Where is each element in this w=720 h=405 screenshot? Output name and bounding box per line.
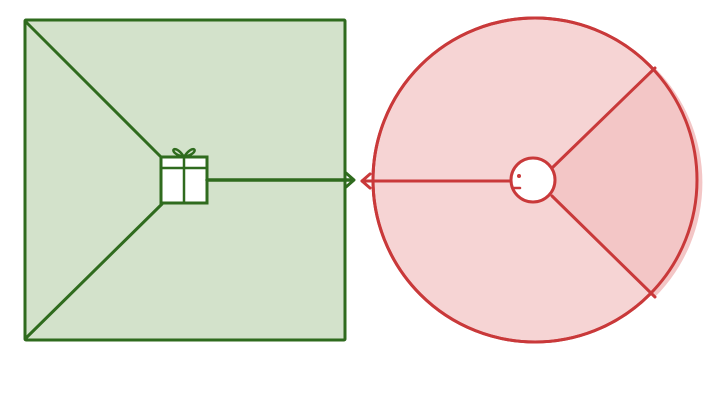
gift-box-icon — [159, 148, 209, 205]
circle-region — [360, 16, 703, 344]
square-diagonal-bottom — [24, 202, 164, 340]
square-region — [23, 18, 356, 342]
arrowhead-right-green — [344, 171, 356, 189]
face-icon — [509, 156, 557, 204]
circle-radius-upper — [550, 66, 657, 170]
circle-wedge — [552, 68, 703, 297]
arrowhead-left-red — [360, 172, 372, 190]
circle-radius-lower — [550, 194, 657, 299]
square-diagonal-top — [24, 20, 164, 160]
